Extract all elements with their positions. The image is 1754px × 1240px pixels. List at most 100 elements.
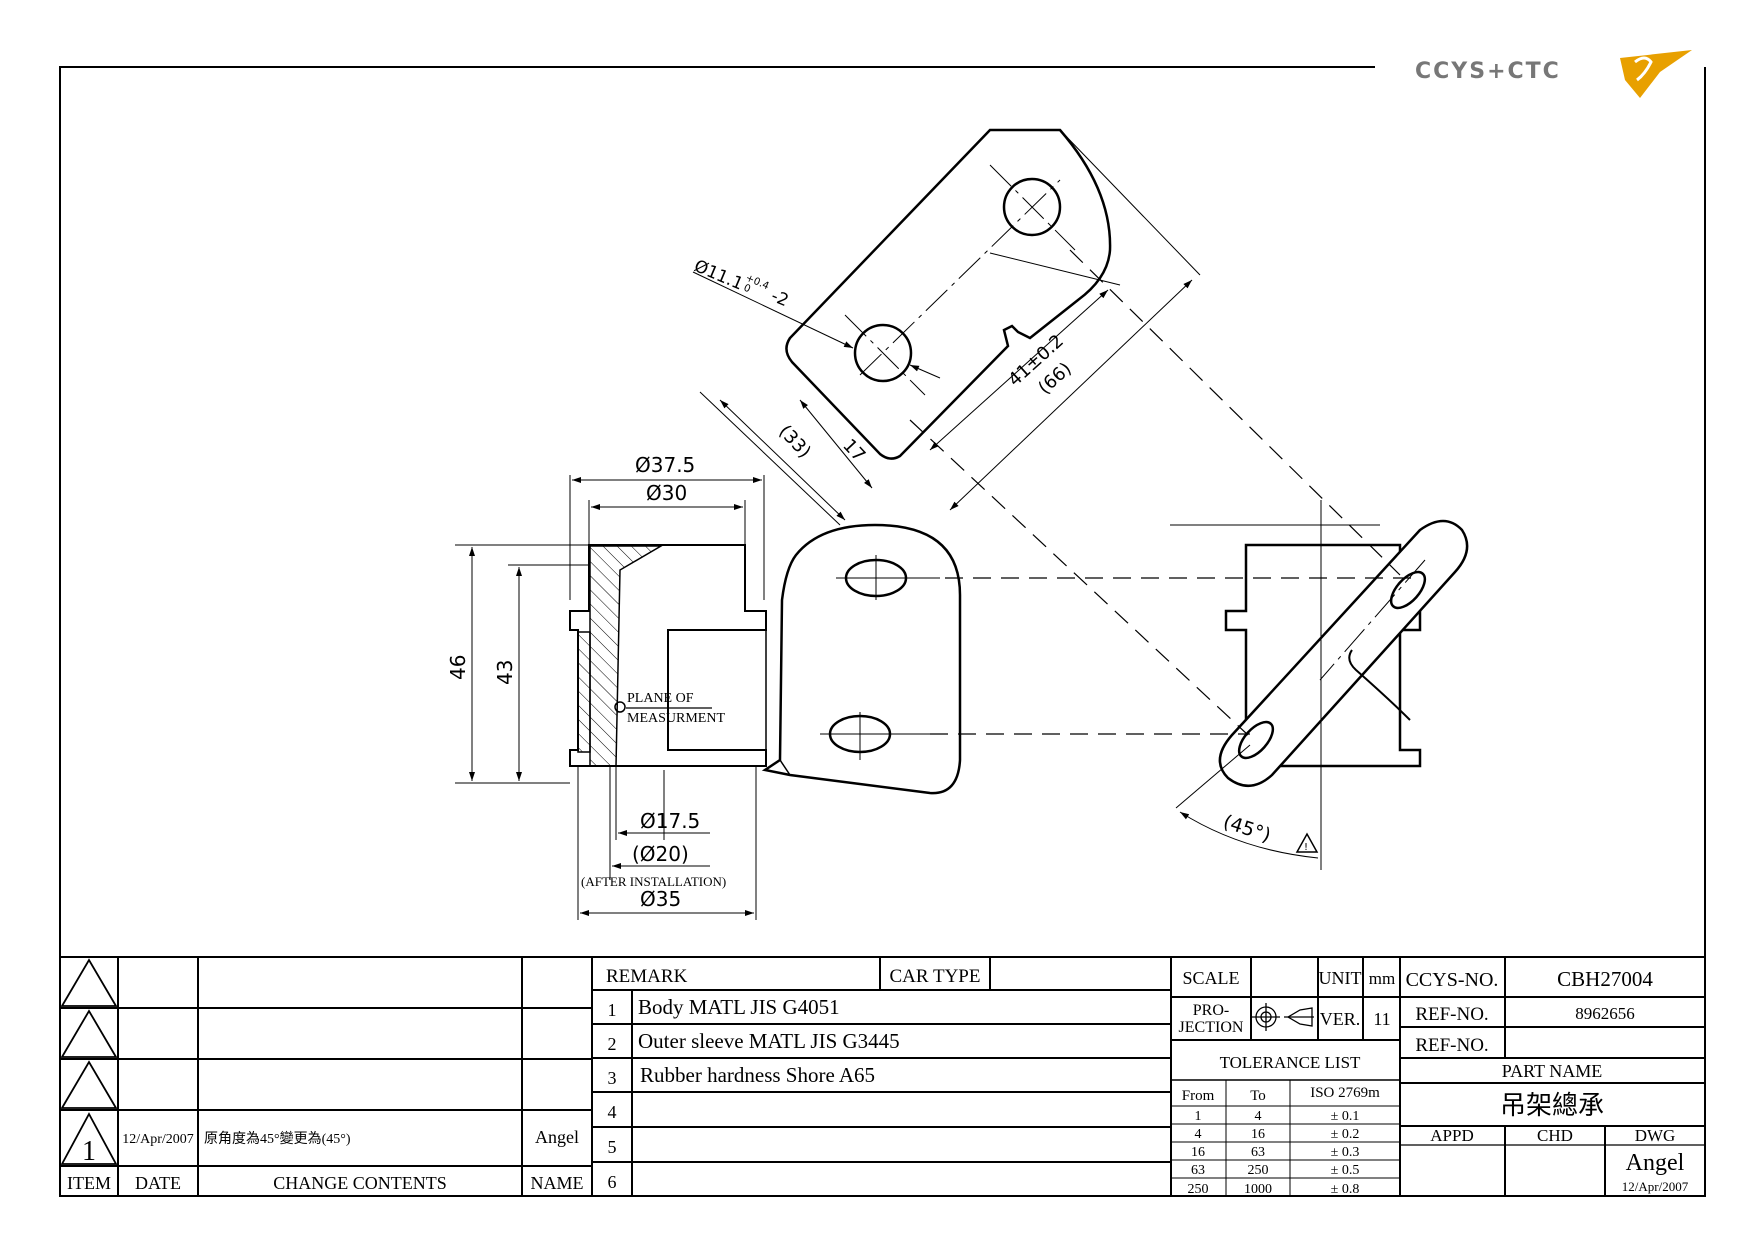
warning-triangle-icon xyxy=(1295,832,1319,853)
logo-mark-icon xyxy=(1620,50,1692,98)
dimension-lines xyxy=(455,129,1319,920)
dim-37-5: Ø37.5 xyxy=(635,453,695,477)
tolerance-title: TOLERANCE LIST xyxy=(1220,1053,1361,1072)
revision-1-name: Angel xyxy=(535,1127,579,1147)
hatched-sleeve xyxy=(589,545,664,767)
ref-no-value-1: 8962656 xyxy=(1575,1004,1635,1023)
car-type-label: CAR TYPE xyxy=(890,966,981,987)
tol-row-2-from: 4 xyxy=(1195,1127,1202,1142)
tol-row-3-from: 16 xyxy=(1191,1145,1205,1160)
chd-label: CHD xyxy=(1537,1126,1573,1145)
tol-header-to: To xyxy=(1250,1088,1266,1104)
revision-triangle-icon xyxy=(60,1112,118,1165)
remark-no-2: 2 xyxy=(608,1034,617,1054)
tol-header-iso: ISO 2769m xyxy=(1310,1085,1380,1101)
bracket-plan-view xyxy=(785,128,1112,460)
bracket-front-view xyxy=(761,523,962,795)
remark-no-1: 1 xyxy=(608,1000,617,1020)
revision-triangle-icon xyxy=(60,1060,118,1109)
remark-title: REMARK xyxy=(606,966,688,987)
revision-triangles xyxy=(60,958,118,1165)
tol-row-1-from: 1 xyxy=(1195,1109,1202,1124)
dim-33: (33) xyxy=(774,421,815,462)
tol-row-5-from: 250 xyxy=(1188,1182,1209,1197)
revision-1-contents: 原角度為45°變更為(45°) xyxy=(204,1131,351,1147)
dim-angle: (45°) xyxy=(1220,811,1273,847)
appd-label: APPD xyxy=(1430,1126,1473,1145)
tol-header-from: From xyxy=(1182,1088,1215,1104)
header-name: NAME xyxy=(531,1173,584,1193)
bracket-front-outline xyxy=(761,523,962,795)
projection-symbol-icon xyxy=(1252,1003,1314,1031)
projection-label-2: JECTION xyxy=(1179,1019,1244,1036)
plan-hole-bottom xyxy=(853,323,913,383)
dim-hole-count: -2 xyxy=(768,286,791,311)
unit-label: UNIT xyxy=(1319,968,1362,988)
tol-row-3-iso: ± 0.3 xyxy=(1331,1145,1360,1160)
tol-row-4-iso: ± 0.5 xyxy=(1331,1163,1360,1178)
tol-row-5-iso: ± 0.8 xyxy=(1331,1182,1360,1197)
part-name-value: 吊架總承 xyxy=(1500,1091,1604,1120)
plan-hole-top xyxy=(1002,177,1062,237)
unit-value: mm xyxy=(1369,969,1395,988)
dim-hole-dia: Ø11.1 xyxy=(691,256,746,294)
tol-row-4-to: 250 xyxy=(1248,1163,1269,1178)
tol-row-2-iso: ± 0.2 xyxy=(1331,1127,1360,1142)
tol-row-2-to: 16 xyxy=(1251,1127,1265,1142)
tol-row-4-from: 63 xyxy=(1191,1163,1205,1178)
ver-label: VER. xyxy=(1320,1009,1361,1029)
projection-label-1: PRO- xyxy=(1193,1002,1229,1019)
bushing-section-outline xyxy=(569,544,767,767)
remark-no-6: 6 xyxy=(608,1172,617,1192)
ref-no-label-1: REF-NO. xyxy=(1415,1004,1488,1025)
dim-hole-tol-low: 0 xyxy=(742,283,752,296)
section-view xyxy=(569,544,767,767)
tol-row-1-to: 4 xyxy=(1255,1109,1262,1124)
dim-17-5: Ø17.5 xyxy=(640,809,700,833)
dim-43: 43 xyxy=(493,660,517,685)
projection-lines xyxy=(909,249,1416,736)
remark-text-1: Body MATL JIS G4051 xyxy=(638,995,840,1019)
part-name-label: PART NAME xyxy=(1502,1061,1602,1081)
side-bracket-outline xyxy=(1218,519,1469,787)
tol-row-5-to: 1000 xyxy=(1244,1182,1272,1197)
header-change-contents: CHANGE CONTENTS xyxy=(273,1173,447,1193)
dwg-name: Angel xyxy=(1626,1150,1685,1176)
svg-text:!: ! xyxy=(1304,842,1308,853)
dim-after-installation: (AFTER INSTALLATION) xyxy=(581,874,726,889)
revision-triangle-icon xyxy=(60,958,118,1007)
remark-text-3: Rubber hardness Shore A65 xyxy=(640,1063,875,1087)
bracket-plan-outline xyxy=(785,128,1112,460)
plane-label-line2: MEASURMENT xyxy=(627,711,725,726)
remark-text-2: Outer sleeve MATL JIS G3445 xyxy=(638,1029,900,1053)
revision-1-date: 12/Apr/2007 xyxy=(122,1132,194,1147)
company-logo: CCYS+CTC xyxy=(1415,50,1692,98)
dim-46: 46 xyxy=(446,655,470,680)
plane-label-line1: PLANE OF xyxy=(627,691,694,706)
dwg-label: DWG xyxy=(1635,1126,1676,1145)
dim-20: (Ø20) xyxy=(632,842,689,866)
scale-label: SCALE xyxy=(1182,968,1239,988)
sheet-border xyxy=(59,66,1706,1197)
remark-no-5: 5 xyxy=(608,1137,617,1157)
header-item: ITEM xyxy=(67,1173,111,1193)
tol-row-3-to: 63 xyxy=(1251,1145,1265,1160)
dim-35: Ø35 xyxy=(640,887,681,911)
dim-30: Ø30 xyxy=(646,481,687,505)
ref-no-label-2: REF-NO. xyxy=(1415,1035,1488,1056)
dwg-date: 12/Apr/2007 xyxy=(1622,1179,1689,1194)
revision-triangle-icon xyxy=(60,1009,118,1058)
remark-no-3: 3 xyxy=(608,1068,617,1088)
ver-value: 11 xyxy=(1373,1009,1390,1029)
header-date: DATE xyxy=(135,1173,181,1193)
ccys-no-value: CBH27004 xyxy=(1557,967,1653,991)
title-block-grid xyxy=(60,956,1705,1196)
assembly-side-view xyxy=(1218,519,1469,787)
remark-no-4: 4 xyxy=(608,1102,617,1122)
tolerance-rows: 1 4 ± 0.1 4 16 ± 0.2 16 63 ± 0.3 63 250 … xyxy=(1188,1109,1360,1197)
revision-1-item: 1 xyxy=(82,1136,96,1167)
logo-text: CCYS+CTC xyxy=(1415,59,1561,84)
ccys-no-label: CCYS-NO. xyxy=(1406,969,1499,991)
tol-row-1-iso: ± 0.1 xyxy=(1331,1109,1360,1124)
